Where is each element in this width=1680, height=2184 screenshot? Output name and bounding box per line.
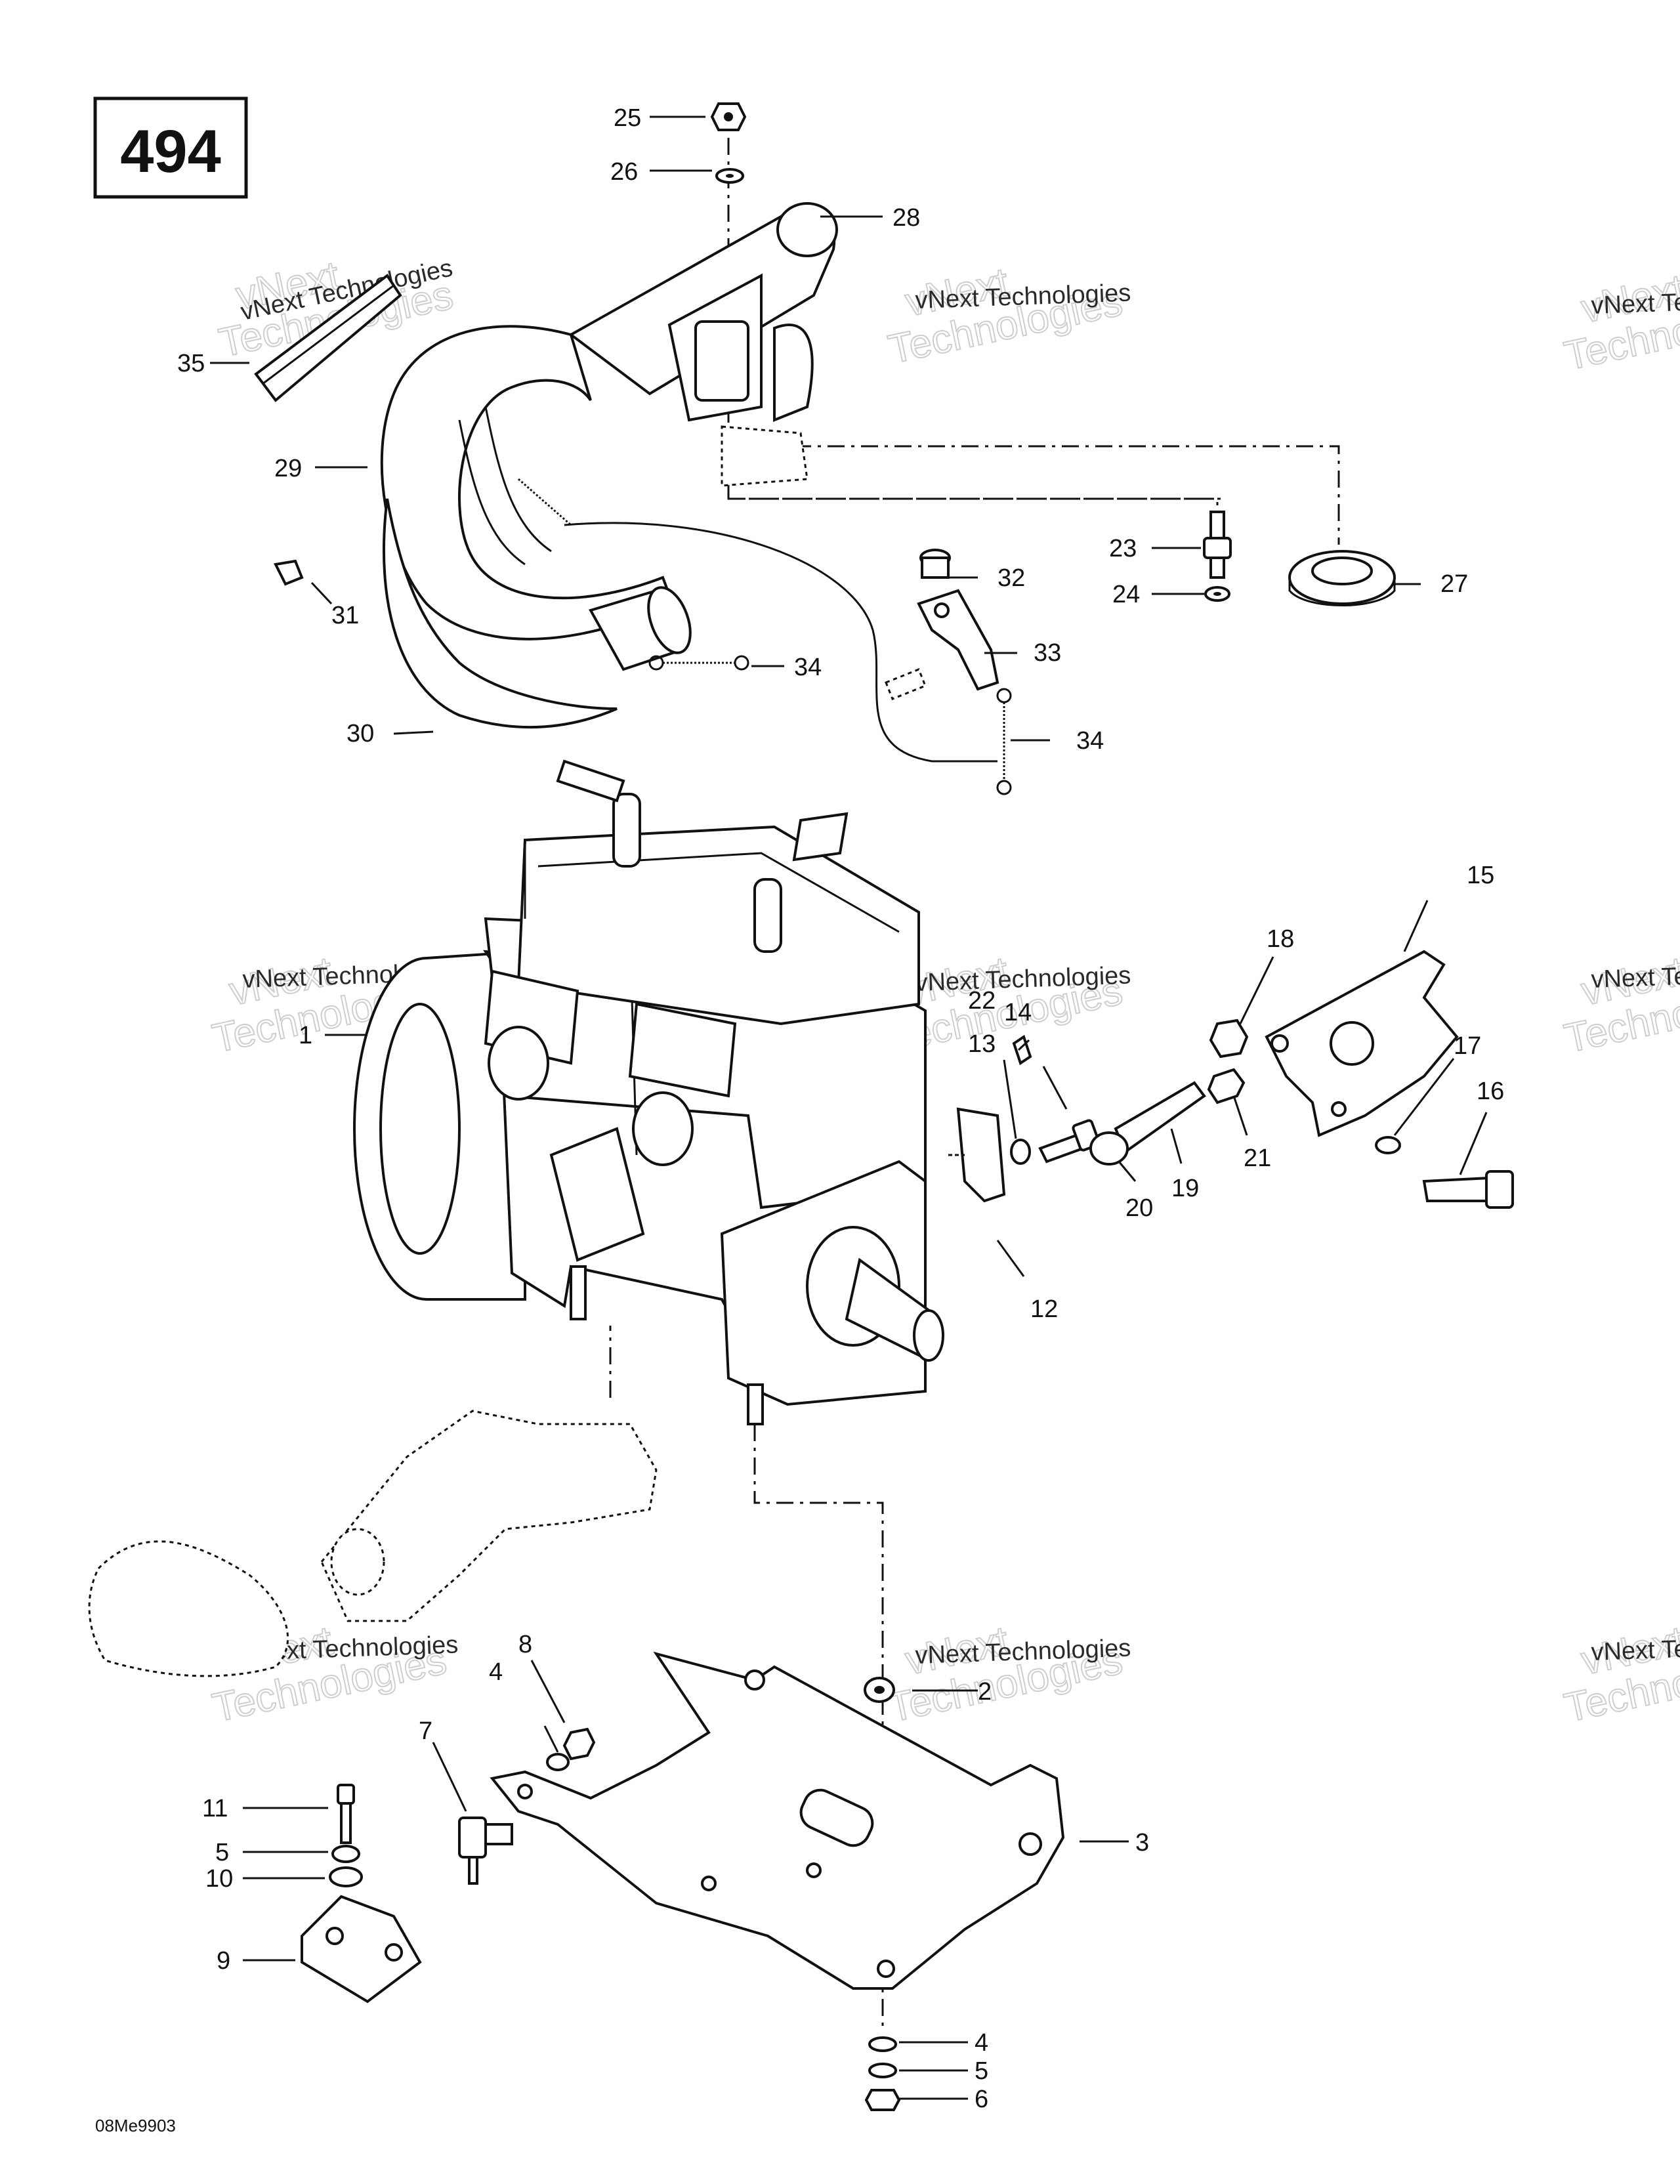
callout-10: 10 (205, 1865, 233, 1893)
heat-sleeve (254, 274, 402, 402)
nut-21 (1207, 1068, 1246, 1104)
mount-bracket-9 (301, 1895, 422, 2004)
callout-33: 33 (1034, 639, 1061, 667)
callout-13: 13 (968, 1030, 996, 1058)
clip-31 (274, 559, 304, 586)
nut-2 (864, 1677, 895, 1703)
watermarks: vNext Technologies vNext Technologies vN… (208, 252, 1680, 1731)
callout-labels: 25 26 28 35 29 31 30 34 34 32 33 23 24 2… (177, 104, 1504, 2113)
callout-19: 19 (1171, 1175, 1199, 1202)
callout-7: 7 (419, 1717, 432, 1745)
callout-4-upper: 4 (489, 1658, 503, 1686)
callout-31: 31 (331, 602, 359, 629)
exhaust-spring-upper (648, 655, 749, 671)
washer-5-left (331, 1845, 360, 1863)
washer-5-lower (868, 2063, 897, 2078)
callout-3: 3 (1135, 1829, 1149, 1857)
callout-5-lower: 5 (975, 2057, 988, 2085)
exhaust-pipe (380, 325, 692, 671)
callout-24: 24 (1112, 581, 1140, 608)
page-number: 494 (120, 118, 221, 185)
callout-27: 27 (1440, 570, 1468, 598)
callout-23: 23 (1109, 535, 1137, 562)
bolt-11 (337, 1784, 355, 1844)
callout-16: 16 (1477, 1078, 1504, 1105)
bolt-16 (1422, 1170, 1514, 1209)
callout-11: 11 (202, 1795, 228, 1822)
nut-8 (562, 1727, 596, 1761)
callout-28: 28 (892, 204, 920, 232)
callout-22: 22 (968, 987, 996, 1015)
callout-34-lower: 34 (1076, 727, 1104, 755)
stud-23 (1203, 511, 1232, 579)
callout-17: 17 (1454, 1032, 1481, 1060)
muffler (568, 202, 838, 487)
page-number-box: 494 (93, 96, 248, 199)
callout-32: 32 (998, 564, 1025, 592)
callout-6: 6 (975, 2086, 988, 2113)
engine-support-15 (1265, 950, 1459, 1137)
exhaust-spring-mid (518, 478, 572, 526)
nut-25 (710, 102, 747, 131)
bracket-33 (885, 589, 999, 700)
nut-6 (864, 2089, 901, 2111)
callout-15: 15 (1467, 862, 1494, 889)
callout-4-lower: 4 (975, 2029, 988, 2057)
grommet-27 (1288, 550, 1396, 606)
callout-5-left: 5 (215, 1839, 229, 1866)
washer-17 (1375, 1136, 1401, 1154)
callout-26: 26 (610, 158, 638, 186)
washer-4-lower (868, 2036, 897, 2052)
callout-8: 8 (518, 1631, 532, 1658)
callout-2: 2 (978, 1678, 992, 1706)
nut-18 (1209, 1018, 1249, 1059)
engine (353, 759, 944, 1425)
callout-12: 12 (1030, 1295, 1058, 1323)
callout-1: 1 (299, 1022, 312, 1049)
exhaust-spring-lower (996, 688, 1012, 795)
washer-26 (715, 168, 744, 184)
heat-shield (383, 498, 618, 729)
bumper-32 (919, 549, 951, 579)
washer-10 (329, 1866, 363, 1887)
screw-14 (1038, 1119, 1101, 1164)
callout-25: 25 (614, 104, 641, 132)
nut-24 (1204, 586, 1230, 602)
leader-lines (210, 116, 1488, 2100)
engine-mount-plate-3 (490, 1651, 1065, 1990)
callout-21: 21 (1244, 1144, 1271, 1172)
callout-30: 30 (346, 720, 374, 747)
washer-13 (1010, 1139, 1031, 1165)
callout-29: 29 (274, 455, 302, 482)
sleeve-19 (1114, 1081, 1206, 1154)
callout-14: 14 (1004, 999, 1032, 1026)
callout-18: 18 (1267, 925, 1294, 953)
drawing-code: 08Me9903 (95, 2116, 176, 2135)
exhaust-manifold-reference (88, 1410, 658, 1677)
rubber-mount-7 (458, 1816, 513, 1885)
clip-22 (1012, 1034, 1032, 1066)
callout-20: 20 (1125, 1194, 1153, 1222)
cap-20 (1089, 1131, 1129, 1166)
callout-34-upper: 34 (794, 654, 822, 681)
plate-12 (948, 1107, 1006, 1203)
washer-4-upper (546, 1753, 570, 1771)
callout-35: 35 (177, 350, 205, 377)
callout-9: 9 (217, 1947, 230, 1975)
